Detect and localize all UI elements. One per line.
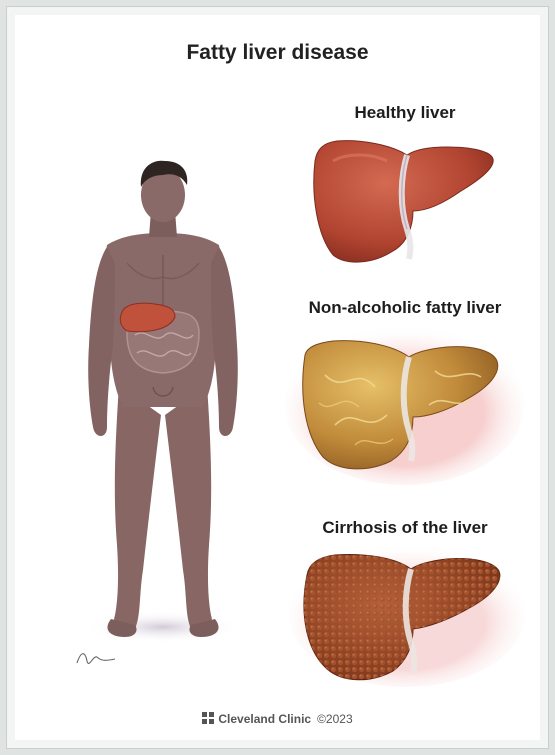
human-figure — [85, 161, 241, 643]
artist-signature — [77, 654, 115, 664]
footer-year: ©2023 — [317, 712, 353, 726]
illustration-svg — [15, 15, 540, 705]
right-leg — [165, 385, 212, 630]
left-arm — [88, 247, 115, 436]
right-arm — [211, 247, 238, 436]
fatty-liver — [285, 325, 525, 485]
healthy-liver — [314, 141, 493, 262]
illustration-card: Fatty liver disease Healthy liver Non-al… — [15, 15, 540, 740]
footer-credit: Cleveland Clinic ©2023 — [15, 712, 540, 726]
cirrhosis-liver — [289, 543, 525, 687]
cleveland-clinic-logo-icon — [202, 712, 215, 725]
left-leg — [114, 385, 161, 630]
footer-brand: Cleveland Clinic — [218, 712, 311, 726]
figure-frame: Fatty liver disease Healthy liver Non-al… — [6, 6, 549, 749]
